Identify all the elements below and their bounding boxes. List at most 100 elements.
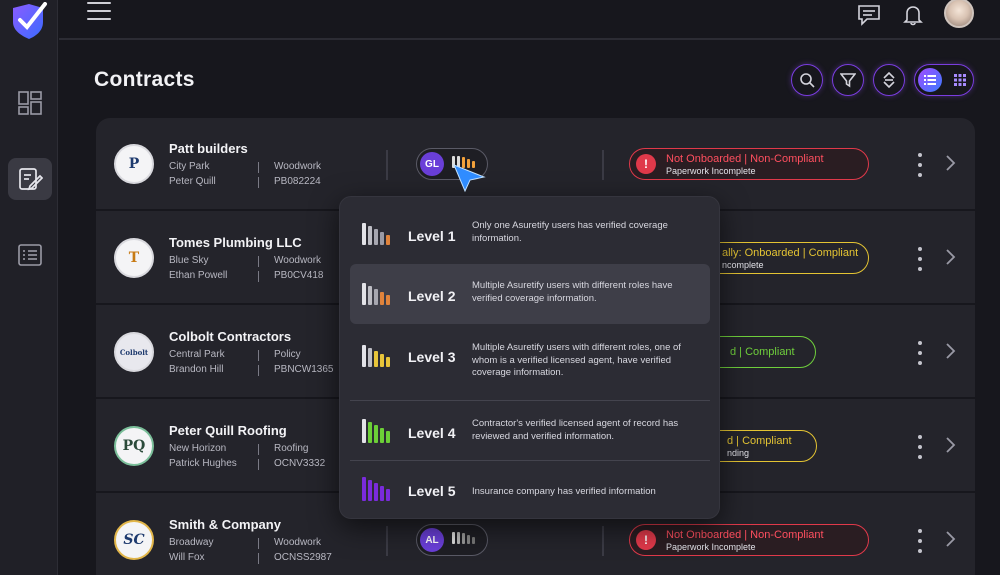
divider	[386, 150, 388, 180]
filter-button[interactable]	[832, 64, 864, 96]
level-description: Contractor's verified licensed agent of …	[472, 418, 679, 442]
level-name: Level 5	[408, 483, 456, 499]
company-city: City Park	[169, 161, 210, 172]
company-trade: Woodwork	[274, 161, 322, 172]
company-code: PBNCW1365	[274, 364, 334, 375]
level-badge: GL	[420, 152, 444, 176]
status-subtitle: Paperwork Incomplete	[666, 166, 756, 176]
level-description: Multiple Asuretify users with different …	[472, 342, 681, 378]
chevron-right-icon[interactable]	[944, 435, 956, 455]
level-badge: AL	[420, 528, 444, 552]
company-name: Patt builders	[169, 141, 248, 156]
divider	[258, 271, 259, 282]
status-subtitle: ncomplete	[722, 260, 764, 270]
contracts-icon	[19, 168, 43, 191]
filter-icon	[840, 73, 856, 88]
table-row[interactable]: P Patt builders City Park Peter Quill Wo…	[96, 118, 975, 211]
company-code: PB0CV418	[274, 270, 324, 281]
nav-contracts[interactable]	[8, 158, 52, 200]
status-title: Not Onboarded | Non-Compliant	[666, 153, 824, 165]
company-name: Tomes Plumbing LLC	[169, 235, 302, 250]
level-bars-icon	[452, 156, 475, 168]
level-1-bars-icon	[362, 223, 390, 245]
table-row[interactable]: SC Smith & Company Broadway Will Fox Woo…	[96, 494, 975, 575]
divider	[350, 400, 710, 401]
app-logo[interactable]	[9, 2, 49, 40]
grid-view-icon[interactable]	[949, 69, 971, 91]
verification-level-pill[interactable]: AL	[416, 524, 488, 556]
level-item-5[interactable]: Level 5 Insurance company has verified i…	[350, 465, 710, 513]
chevron-right-icon[interactable]	[944, 153, 956, 173]
company-name: Peter Quill Roofing	[169, 423, 287, 438]
divider	[602, 150, 604, 180]
more-options-icon[interactable]	[917, 153, 923, 177]
more-options-icon[interactable]	[917, 529, 923, 553]
bell-icon[interactable]	[900, 2, 926, 28]
company-contact: Patrick Hughes	[169, 458, 237, 469]
company-contact: Will Fox	[169, 552, 205, 563]
company-city: Broadway	[169, 537, 214, 548]
level-item-4[interactable]: Level 4 Contractor's verified licensed a…	[350, 405, 710, 459]
divider	[350, 460, 710, 461]
chevron-right-icon[interactable]	[944, 341, 956, 361]
divider	[602, 526, 604, 556]
more-options-icon[interactable]	[917, 341, 923, 365]
divider	[258, 444, 259, 455]
company-contact: Ethan Powell	[169, 270, 228, 281]
view-toggle[interactable]	[914, 64, 974, 96]
company-contact: Brandon Hill	[169, 364, 224, 375]
company-name: Colbolt Contractors	[169, 329, 292, 344]
level-name: Level 2	[408, 288, 456, 304]
dashboard-icon	[18, 91, 42, 115]
status-subtitle: Paperwork Incomplete	[666, 542, 756, 552]
divider	[258, 162, 259, 173]
level-item-2[interactable]: Level 2 Multiple Asuretify users with di…	[350, 264, 710, 324]
warning-icon: !	[636, 530, 656, 550]
company-name: Smith & Company	[169, 517, 281, 532]
page-title: Contracts	[94, 68, 195, 91]
level-name: Level 4	[408, 425, 456, 441]
list-view-icon[interactable]	[918, 68, 942, 92]
level-4-bars-icon	[362, 419, 390, 443]
nav-dashboard[interactable]	[8, 82, 52, 124]
verification-levels-popover: Level 1 Only one Asuretify users has ver…	[339, 196, 720, 519]
level-description: Multiple Asuretify users with different …	[472, 280, 673, 304]
divider	[386, 526, 388, 556]
status-badge[interactable]: d | Compliant nding	[629, 430, 817, 462]
company-logo: Colbolt	[114, 332, 154, 372]
status-subtitle: nding	[727, 448, 750, 458]
level-description: Only one Asuretify users has verified co…	[472, 220, 668, 244]
divider	[258, 365, 259, 376]
divider	[258, 177, 259, 188]
chevron-right-icon[interactable]	[944, 529, 956, 549]
level-3-bars-icon	[362, 345, 390, 367]
divider	[258, 350, 259, 361]
sort-button[interactable]	[873, 64, 905, 96]
company-trade: Woodwork	[274, 537, 322, 548]
chevron-right-icon[interactable]	[944, 247, 956, 267]
level-name: Level 1	[408, 228, 456, 244]
more-options-icon[interactable]	[917, 435, 923, 459]
company-city: Blue Sky	[169, 255, 209, 266]
status-badge[interactable]: ! Not Onboarded | Non-Compliant Paperwor…	[629, 148, 869, 180]
level-item-3[interactable]: Level 3 Multiple Asuretify users with di…	[350, 329, 710, 393]
company-city: New Horizon	[169, 443, 227, 454]
chat-icon[interactable]	[856, 2, 882, 28]
search-button[interactable]	[791, 64, 823, 96]
nav-list[interactable]	[8, 234, 52, 276]
level-item-1[interactable]: Level 1 Only one Asuretify users has ver…	[350, 209, 710, 261]
divider	[258, 538, 259, 549]
level-name: Level 3	[408, 349, 456, 365]
level-2-bars-icon	[362, 283, 390, 305]
status-badge[interactable]: ! Not Onboarded | Non-Compliant Paperwor…	[629, 524, 869, 556]
company-code: PB082224	[274, 176, 321, 187]
level-5-bars-icon	[362, 477, 390, 501]
more-options-icon[interactable]	[917, 247, 923, 271]
status-title: d | Compliant	[727, 435, 792, 447]
company-logo: PQ	[114, 426, 154, 466]
company-trade: Policy	[274, 349, 301, 360]
status-title: Not Onboarded | Non-Compliant	[666, 529, 824, 541]
menu-icon[interactable]	[87, 2, 111, 20]
user-avatar[interactable]	[944, 0, 974, 28]
company-logo: T	[114, 238, 154, 278]
